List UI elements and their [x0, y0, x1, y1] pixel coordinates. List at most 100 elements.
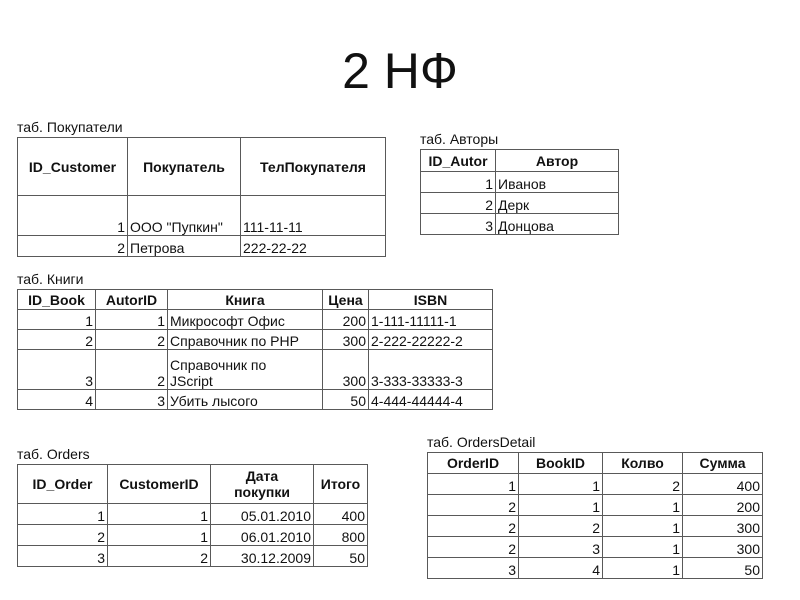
column-header: Книга [167, 289, 323, 310]
column-header: ID_Book [17, 289, 96, 310]
books-table-block: таб. Книги ID_Book AutorID Книга Цена IS… [17, 271, 493, 410]
table-cell: 1 [17, 503, 108, 525]
table-cell: 2 [95, 329, 168, 350]
column-header: ID_Order [17, 464, 108, 504]
table-cell: 1 [518, 494, 603, 516]
orders-table: ID_Order CustomerID Дата покупки Итого 1… [17, 464, 368, 567]
column-header: Итого [313, 464, 368, 504]
table-cell: 2 [518, 515, 603, 537]
orders-table-block: таб. Orders ID_Order CustomerID Дата пок… [17, 446, 368, 567]
table-row: 2 2 1 300 [427, 515, 763, 537]
table-cell: 2 [17, 235, 128, 257]
table-cell: 200 [682, 494, 763, 516]
table-cell: 2 [427, 494, 519, 516]
column-header: ТелПокупателя [240, 137, 386, 196]
column-header: ID_Customer [17, 137, 128, 196]
table-row: 2 1 06.01.2010 800 [17, 524, 368, 546]
table-cell: 2 [427, 536, 519, 558]
table-cell: Убить лысого [167, 389, 323, 410]
table-cell: 30.12.2009 [210, 545, 314, 567]
table-cell: Иванов [495, 171, 619, 193]
column-header: ISBN [368, 289, 493, 310]
table-cell: 1 [602, 536, 683, 558]
table-cell: 2 [95, 349, 168, 390]
table-row: 1 1 Микрософт Офис 200 1-111-11111-1 [17, 309, 493, 330]
table-cell: 2-222-22222-2 [368, 329, 493, 350]
table-cell: 1 [518, 473, 603, 495]
table-cell: 4-444-44444-4 [368, 389, 493, 410]
table-row: 2 2 Справочник по PHP 300 2-222-22222-2 [17, 329, 493, 350]
table-row: 3 Донцова [420, 213, 619, 235]
table-cell: 3 [95, 389, 168, 410]
page-title: 2 НФ [342, 43, 458, 99]
table-cell: 3 [17, 545, 108, 567]
orders-table-label: таб. Orders [17, 446, 90, 462]
table-cell: Донцова [495, 213, 619, 235]
table-cell: Справочник по JScript [167, 349, 323, 390]
table-cell: 2 [427, 515, 519, 537]
table-cell: 111-11-11 [240, 195, 386, 236]
table-cell: 222-22-22 [240, 235, 386, 257]
table-cell: 2 [17, 329, 96, 350]
column-header: ID_Autor [420, 149, 496, 172]
table-row: 2 3 1 300 [427, 536, 763, 558]
table-cell: 3 [427, 557, 519, 579]
table-row: 3 2 Справочник по JScript 300 3-333-3333… [17, 349, 493, 390]
column-header: Колво [602, 452, 683, 474]
table-cell: 1 [602, 494, 683, 516]
table-cell: 300 [682, 536, 763, 558]
table-header-row: ID_Autor Автор [420, 149, 619, 172]
authors-table-block: таб. Авторы ID_Autor Автор 1 Иванов 2 Де… [420, 131, 619, 235]
table-cell: 06.01.2010 [210, 524, 314, 546]
table-row: 1 Иванов [420, 171, 619, 193]
table-row: 4 3 Убить лысого 50 4-444-44444-4 [17, 389, 493, 410]
table-cell: 1 [602, 515, 683, 537]
table-header-row: ID_Order CustomerID Дата покупки Итого [17, 464, 368, 504]
table-cell: 400 [313, 503, 368, 525]
table-cell: 300 [682, 515, 763, 537]
table-cell: 4 [518, 557, 603, 579]
customers-table: ID_Customer Покупатель ТелПокупателя 1 О… [17, 137, 386, 257]
table-cell: Микрософт Офис [167, 309, 323, 330]
table-header-row: ID_Customer Покупатель ТелПокупателя [17, 137, 386, 196]
column-header: Цена [322, 289, 369, 310]
table-cell: 3 [518, 536, 603, 558]
table-cell: 800 [313, 524, 368, 546]
table-cell: 05.01.2010 [210, 503, 314, 525]
table-row: 3 2 30.12.2009 50 [17, 545, 368, 567]
table-cell: 300 [322, 349, 369, 390]
table-row: 2 1 1 200 [427, 494, 763, 516]
table-cell: 1 [107, 524, 211, 546]
table-header-row: OrderID BookID Колво Сумма [427, 452, 763, 474]
table-row: 1 1 2 400 [427, 473, 763, 495]
books-table: ID_Book AutorID Книга Цена ISBN 1 1 Микр… [17, 289, 493, 410]
table-cell: 3 [17, 349, 96, 390]
table-cell: 300 [322, 329, 369, 350]
table-cell: 3-333-33333-3 [368, 349, 493, 390]
orders-detail-table-label: таб. OrdersDetail [427, 434, 536, 450]
table-cell: 1-111-11111-1 [368, 309, 493, 330]
table-cell: 1 [107, 503, 211, 525]
table-cell: 2 [602, 473, 683, 495]
table-cell: 50 [322, 389, 369, 410]
table-row: 1 1 05.01.2010 400 [17, 503, 368, 525]
table-row: 1 ООО "Пупкин" 111-11-11 [17, 195, 386, 236]
table-cell: Дерк [495, 192, 619, 214]
table-cell: 1 [17, 195, 128, 236]
customers-table-block: таб. Покупатели ID_Customer Покупатель Т… [17, 119, 386, 257]
table-cell: 50 [682, 557, 763, 579]
orders-detail-table: OrderID BookID Колво Сумма 1 1 2 400 2 1… [427, 452, 763, 579]
table-header-row: ID_Book AutorID Книга Цена ISBN [17, 289, 493, 310]
table-cell: 50 [313, 545, 368, 567]
column-header: BookID [518, 452, 603, 474]
column-header: OrderID [427, 452, 519, 474]
column-header: Дата покупки [210, 464, 314, 504]
column-header: CustomerID [107, 464, 211, 504]
table-cell: 1 [602, 557, 683, 579]
table-cell: ООО "Пупкин" [127, 195, 241, 236]
table-cell: 1 [95, 309, 168, 330]
books-table-label: таб. Книги [17, 271, 84, 287]
table-cell: 400 [682, 473, 763, 495]
table-cell: 200 [322, 309, 369, 330]
